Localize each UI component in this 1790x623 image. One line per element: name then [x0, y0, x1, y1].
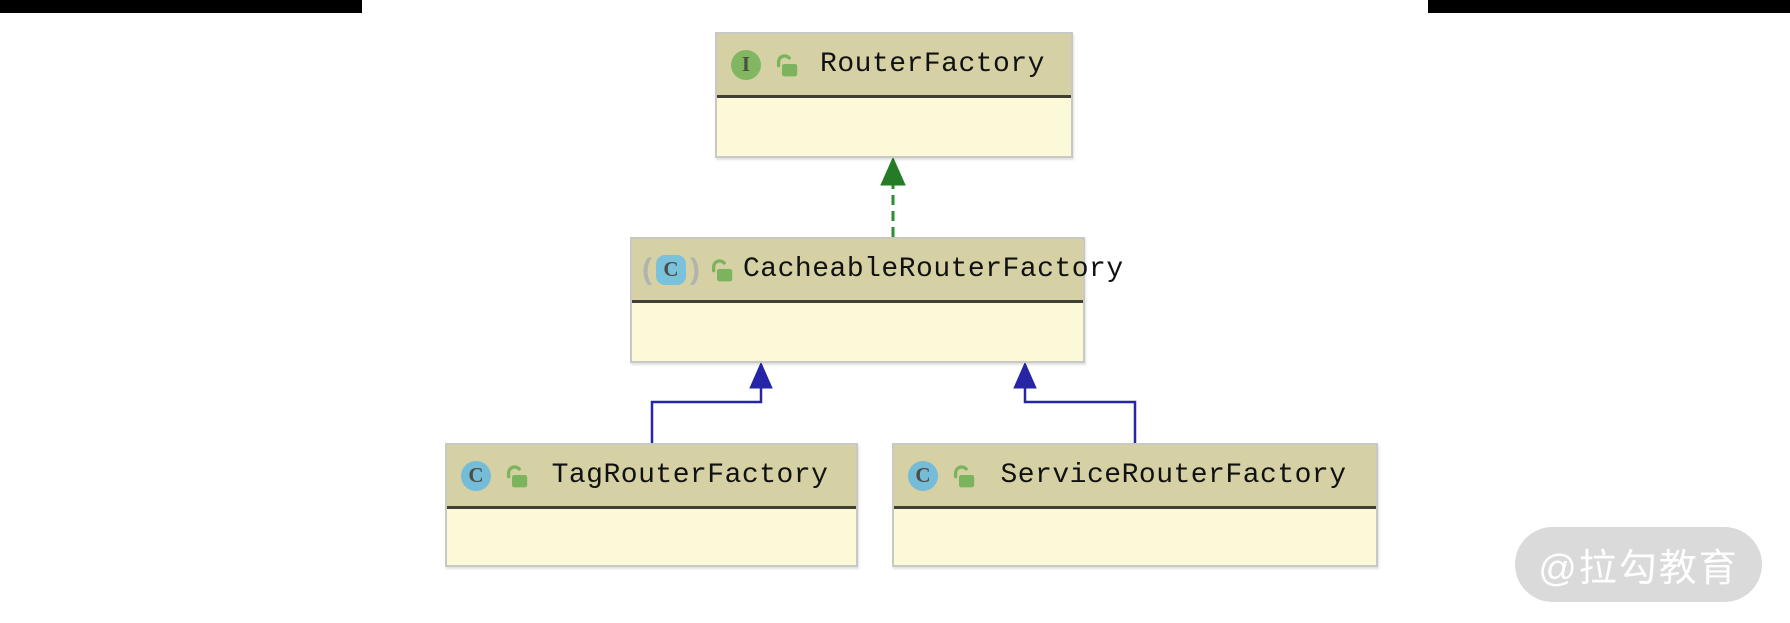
node-label: ServiceRouterFactory [1000, 460, 1347, 491]
node-cacheable-router-factory[interactable]: ( C ) CacheableRouterFactory [630, 237, 1123, 363]
class-icon: C [461, 460, 491, 491]
public-lock-icon [953, 465, 975, 488]
interface-icon: I [731, 49, 761, 80]
watermark-badge: @拉勾教育 [1515, 527, 1762, 602]
node-service-router-factory[interactable]: C ServiceRouterFactory [892, 443, 1378, 567]
node-label: CacheableRouterFactory [743, 254, 1124, 285]
top-black-bar-right [1428, 0, 1790, 13]
top-black-bar-left [0, 0, 362, 13]
public-lock-icon [506, 465, 528, 488]
node-label: TagRouterFactory [551, 460, 829, 491]
node-label: RouterFactory [820, 49, 1045, 80]
public-lock-icon [776, 54, 798, 77]
generalization-edge-tag [650, 361, 773, 443]
node-router-factory[interactable]: I RouterFactory [715, 32, 1073, 158]
node-tag-router-factory-header: C TagRouterFactory [447, 445, 856, 509]
node-cacheable-router-factory-header: ( C ) CacheableRouterFactory [632, 239, 1123, 303]
node-router-factory-header: I RouterFactory [717, 34, 1071, 98]
generalization-edge-service [1013, 361, 1137, 443]
node-tag-router-factory[interactable]: C TagRouterFactory [445, 443, 858, 567]
realization-edge [880, 156, 906, 237]
abstract-class-icon: C [656, 254, 686, 285]
node-service-router-factory-header: C ServiceRouterFactory [894, 445, 1376, 509]
abstract-paren-open: ( [642, 252, 652, 286]
public-lock-icon [711, 259, 733, 282]
abstract-paren-close: ) [690, 252, 700, 286]
class-icon: C [908, 460, 938, 491]
